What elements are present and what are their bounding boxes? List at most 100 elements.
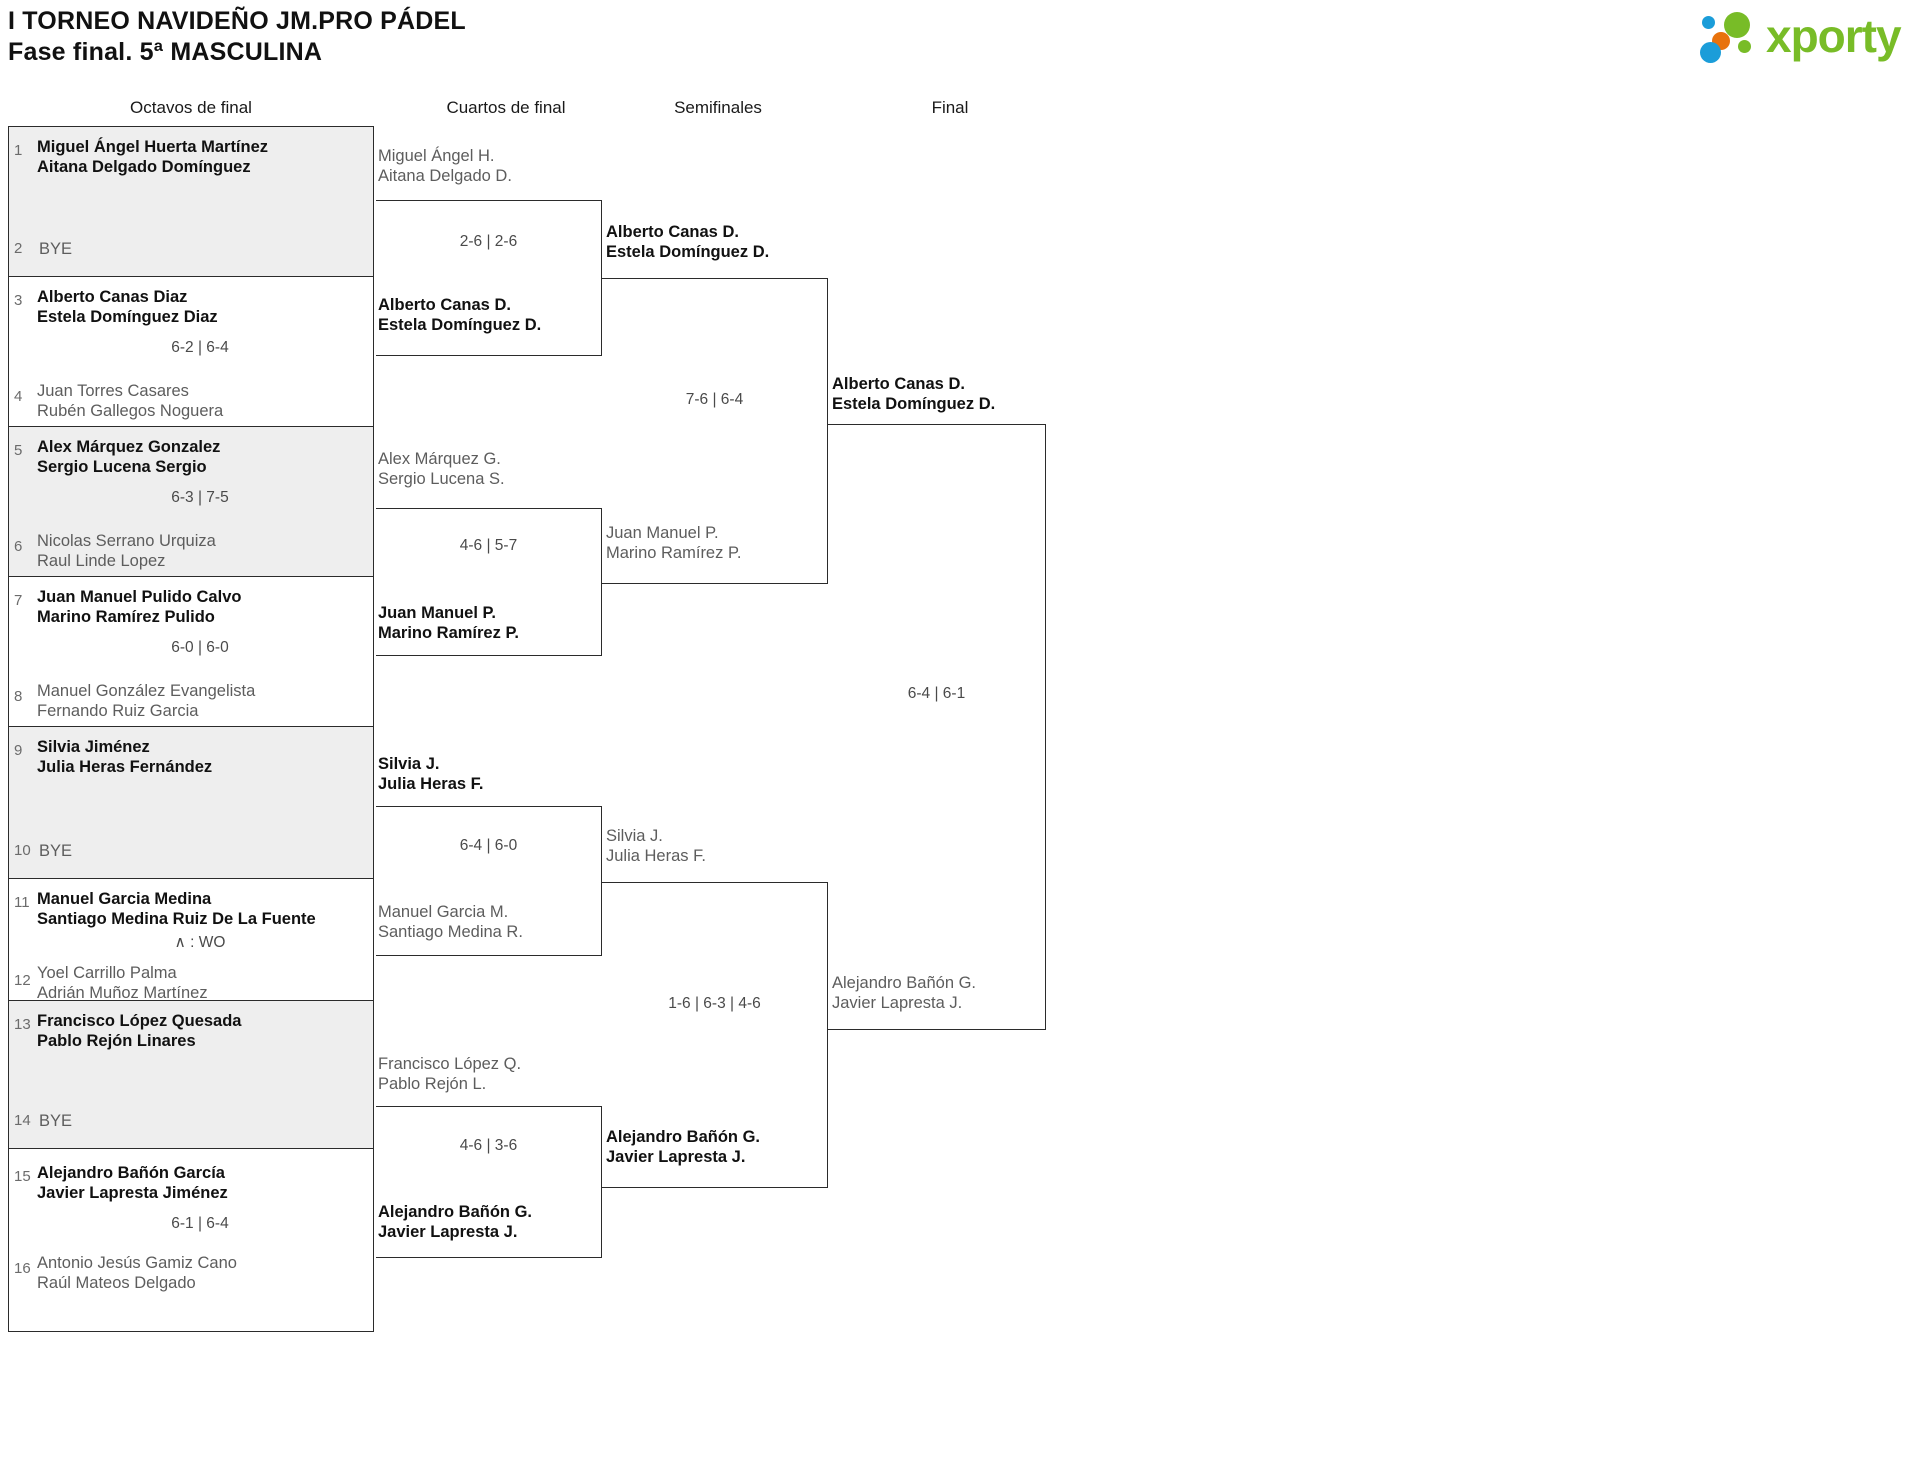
seed-number: 6 (14, 538, 23, 555)
tournament-subtitle: Fase final. 5ª MASCULINA (8, 37, 323, 66)
team-name: Manuel González Evangelista Fernando Rui… (37, 681, 367, 721)
seed-number: 7 (14, 592, 23, 609)
team-name: Nicolas Serrano Urquiza Raul Linde Lopez (37, 531, 367, 571)
round1-match[interactable]: 3 Alberto Canas Diaz Estela Domínguez Di… (9, 277, 373, 427)
player-line-1: Alex Márquez Gonzalez (37, 438, 221, 456)
seed-number: 4 (14, 388, 23, 405)
qf-match-box[interactable]: 6-4 | 6-0 (376, 806, 602, 956)
round-header-final: Final (931, 98, 969, 117)
player-line-2: Aitana Delgado Domínguez (37, 158, 251, 176)
player-line-2: Rubén Gallegos Noguera (37, 402, 224, 420)
seed-number: 5 (14, 442, 23, 459)
page-title: I TORNEO NAVIDEÑO JM.PRO PÁDEL Fase fina… (8, 6, 466, 67)
team-name: Silvia Jiménez Julia Heras Fernández (37, 737, 367, 777)
round1-match[interactable]: 9 Silvia Jiménez Julia Heras Fernández 1… (9, 727, 373, 879)
match-score: 6-4 | 6-1 (907, 685, 966, 702)
player-line-1: Alberto Canas D. (832, 375, 965, 393)
player-line-1: Alejandro Bañón G. (832, 974, 977, 992)
round1-match[interactable]: 1 Miguel Ángel Huerta Martínez Aitana De… (9, 127, 373, 277)
match-score: 2-6 | 2-6 (459, 233, 518, 250)
seed-number: 15 (14, 1168, 31, 1185)
player-line-1: BYE (39, 1112, 73, 1130)
seed-number: 9 (14, 742, 23, 759)
player-line-1: Alejandro Bañón G. (606, 1128, 761, 1146)
qf-team-top: Alex Márquez G. Sergio Lucena S. (378, 449, 505, 489)
final-team-bottom: Alejandro Bañón G. Javier Lapresta J. (832, 973, 976, 1013)
team-name: Miguel Ángel Huerta Martínez Aitana Delg… (37, 137, 367, 177)
player-line-1: Alberto Canas D. (606, 223, 739, 241)
qf-team-top: Francisco López Q. Pablo Rejón L. (378, 1054, 521, 1094)
player-line-1: Nicolas Serrano Urquiza (37, 532, 216, 550)
team-name: Manuel Garcia Medina Santiago Medina Rui… (37, 889, 367, 929)
sf-match-box[interactable]: 7-6 | 6-4 (602, 278, 828, 584)
team-name: Alex Márquez Gonzalez Sergio Lucena Serg… (37, 437, 367, 477)
match-score: 4-6 | 5-7 (459, 537, 518, 554)
match-score: 4-6 | 3-6 (459, 1137, 518, 1154)
qf-team-bottom: Alberto Canas D. Estela Domínguez D. (378, 295, 541, 335)
seed-number: 12 (14, 972, 31, 989)
player-line-1: Silvia J. (606, 827, 663, 845)
player-line-2: Estela Domínguez D. (832, 395, 996, 413)
player-line-2: Estela Domínguez D. (606, 243, 770, 261)
player-line-2: Aitana Delgado D. (378, 167, 512, 185)
qf-match-box[interactable]: 4-6 | 3-6 (376, 1106, 602, 1258)
logo-dot-green-large (1724, 12, 1750, 38)
sf-team-top: Silvia J. Julia Heras F. (606, 826, 706, 866)
player-line-2: Raúl Mateos Delgado (37, 1274, 196, 1292)
xporty-logo[interactable]: xporty (1700, 8, 1912, 66)
sf-team-bottom: Alejandro Bañón G. Javier Lapresta J. (606, 1127, 760, 1167)
player-line-2: Sergio Lucena Sergio (37, 458, 207, 476)
player-line-1: Manuel González Evangelista (37, 682, 256, 700)
round1-match[interactable]: 15 Alejandro Bañón García Javier Laprest… (9, 1149, 373, 1331)
team-name: Juan Manuel Pulido Calvo Marino Ramírez … (37, 587, 367, 627)
player-line-2: Julia Heras F. (606, 847, 706, 865)
qf-team-top: Miguel Ángel H. Aitana Delgado D. (378, 146, 512, 186)
logo-dot-blue-large (1700, 42, 1721, 63)
logo-wordmark: xporty (1766, 10, 1902, 62)
round1-match[interactable]: 11 Manuel Garcia Medina Santiago Medina … (9, 879, 373, 1002)
sf-team-bottom: Juan Manuel P. Marino Ramírez P. (606, 523, 741, 563)
match-score: 6-3 | 7-5 (171, 489, 229, 506)
final-team-top: Alberto Canas D. Estela Domínguez D. (832, 374, 995, 414)
match-score: 6-0 | 6-0 (171, 639, 229, 656)
player-line-1: Alberto Canas Diaz (37, 288, 188, 306)
player-line-1: Juan Manuel P. (378, 604, 496, 622)
player-line-1: Miguel Ángel Huerta Martínez (37, 138, 269, 156)
round1-match[interactable]: 7 Juan Manuel Pulido Calvo Marino Ramíre… (9, 577, 373, 727)
sf-match-box[interactable]: 1-6 | 6-3 | 4-6 (602, 882, 828, 1188)
player-line-1: Yoel Carrillo Palma (37, 964, 177, 982)
player-line-1: Francisco López Quesada (37, 1012, 242, 1030)
logo-dots-icon (1700, 12, 1766, 64)
qf-match-box[interactable]: 4-6 | 5-7 (376, 508, 602, 656)
player-line-1: Manuel Garcia Medina (37, 890, 212, 908)
final-match-box[interactable]: 6-4 | 6-1 (828, 424, 1046, 1030)
player-line-1: Juan Manuel Pulido Calvo (37, 588, 242, 606)
team-name: Juan Torres Casares Rubén Gallegos Nogue… (37, 381, 367, 421)
qf-team-bottom: Alejandro Bañón G. Javier Lapresta J. (378, 1202, 532, 1242)
team-name: Alejandro Bañón García Javier Lapresta J… (37, 1163, 367, 1203)
tournament-title: I TORNEO NAVIDEÑO JM.PRO PÁDEL (8, 7, 466, 35)
team-name: Alberto Canas Diaz Estela Domínguez Diaz (37, 287, 367, 327)
player-line-2: Javier Lapresta J. (606, 1148, 746, 1166)
player-line-2: Fernando Ruiz Garcia (37, 702, 199, 720)
seed-number: 13 (14, 1016, 31, 1033)
player-line-2: Estela Domínguez D. (378, 316, 542, 334)
player-line-1: BYE (39, 240, 73, 258)
player-line-1: Silvia Jiménez (37, 738, 150, 756)
match-score: 6-4 | 6-0 (459, 837, 518, 854)
player-line-1: Alejandro Bañón García (37, 1164, 225, 1182)
match-score: 7-6 | 6-4 (685, 391, 744, 408)
round1-match[interactable]: 5 Alex Márquez Gonzalez Sergio Lucena Se… (9, 427, 373, 577)
match-score: 1-6 | 6-3 | 4-6 (668, 995, 761, 1012)
match-score: ∧ : WO (174, 934, 226, 951)
player-line-2: Estela Domínguez Diaz (37, 308, 218, 326)
round1-match[interactable]: 13 Francisco López Quesada Pablo Rejón L… (9, 1001, 373, 1149)
qf-match-box[interactable]: 2-6 | 2-6 (376, 200, 602, 356)
seed-number: 16 (14, 1260, 31, 1277)
sf-team-top: Alberto Canas D. Estela Domínguez D. (606, 222, 769, 262)
player-line-2: Sergio Lucena S. (378, 470, 505, 488)
player-line-2: Javier Lapresta J. (832, 994, 963, 1012)
player-line-2: Pablo Rejón L. (378, 1075, 487, 1093)
player-line-1: Antonio Jesús Gamiz Cano (37, 1254, 237, 1272)
